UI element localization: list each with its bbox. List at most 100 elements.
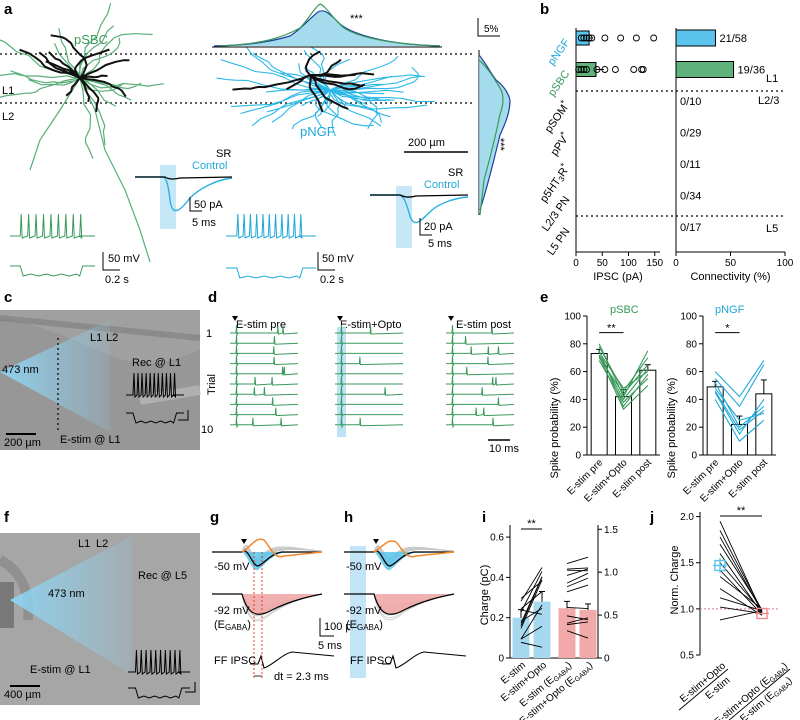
spike-train [226, 213, 316, 240]
i-pair-line-left [520, 571, 543, 613]
a-right-ipsc-scale [419, 218, 432, 236]
i-pair-line-left [520, 576, 543, 626]
e-ytick-label: 80 [686, 339, 698, 350]
mean-ipsc-fill-upper [374, 552, 454, 571]
d-title-opto: E-stim+Opto [340, 319, 401, 331]
e-bar [706, 386, 724, 456]
panel-e: e pSBC pNGF Spike probability (%) Spike … [540, 289, 776, 505]
i-pair-line-right [566, 615, 589, 621]
a-ms-right: 5 ms [428, 238, 452, 250]
c-rec: Rec @ L1 [132, 357, 181, 369]
d-trial-trace [230, 355, 299, 368]
d-trial-traces [230, 316, 515, 437]
d-trial-trace [446, 416, 515, 429]
d-trial-trace [335, 335, 403, 348]
d-trial-trace [230, 386, 299, 399]
left-ipsc-trace [135, 165, 233, 229]
panel-c-label: c [4, 289, 12, 306]
f-rec: Rec @ L5 [138, 570, 187, 582]
d-trial-trace [230, 375, 299, 388]
e-sig-stars: ** [607, 322, 616, 334]
a-pa-left: 50 pA [194, 199, 223, 211]
b-ipsc-point [588, 34, 596, 42]
i-xtick-label: E-stim+Opto (EGABA) [518, 660, 596, 720]
j-sig-stars: ** [737, 505, 746, 517]
panel-i: i Charge (pC) 00.20.40.600.51.01.5E-stim… [479, 509, 618, 720]
a-s-left: 0.2 s [105, 274, 129, 286]
i-ytick-label-left: 0 [498, 654, 504, 665]
d-trial-trace [446, 324, 515, 337]
a-mv-right: 50 mV [322, 253, 354, 265]
i-ylabel: Charge (pC) [479, 565, 491, 626]
b-ipsc-point [650, 34, 658, 42]
d-trial-trace [230, 406, 299, 419]
b-ipsc-tick-label: 150 [646, 258, 663, 269]
e-ylabel-left: Spike probability (%) [549, 378, 561, 479]
psbc-firing-trace [10, 213, 95, 277]
e-ytick-label: 20 [686, 423, 698, 434]
b-ipsc-point [601, 66, 609, 73]
c-l1: L1 [90, 332, 102, 344]
e-subject-line [598, 351, 649, 390]
j-pair-line [719, 530, 763, 611]
e-subject-line [598, 357, 649, 395]
neurite-branches [216, 46, 436, 137]
vertical-density-histogram [477, 18, 511, 216]
i-pair-line-right [566, 630, 589, 639]
e-right-title: pNGF [715, 304, 745, 316]
panel-d-label: d [208, 289, 217, 306]
j-pair-line [719, 544, 763, 611]
j-ytick-label: 1.5 [680, 558, 694, 569]
b-conn-xlabel: Connectivity (%) [690, 271, 770, 283]
d-trial-trace [446, 375, 515, 388]
b-ipsc-tick-label: 50 [597, 258, 609, 269]
psbc-morphology [0, 3, 165, 263]
d-trial-trace [335, 396, 403, 409]
d-trial-first: 1 [206, 328, 212, 340]
b-ipsc-point [580, 66, 588, 73]
i-bar [579, 609, 597, 658]
e-ytick-label: 0 [691, 451, 697, 462]
h-v1: -50 mV [346, 561, 382, 573]
g-ipsc-traces [212, 538, 335, 678]
j-pair-line [719, 576, 763, 610]
d-trial-trace [446, 335, 515, 348]
b-conn-tick-label: 50 [725, 258, 737, 269]
g-ms: 5 ms [318, 640, 342, 652]
c-l2: L2 [106, 332, 118, 344]
a-right-vm-scale [317, 252, 335, 271]
mean-ipsc-lower [212, 593, 323, 615]
panel-h-label: h [344, 509, 353, 526]
b-category-label: pSOM* [540, 98, 572, 135]
j-ytick-label: 0.5 [680, 651, 694, 662]
f-nm: 473 nm [48, 588, 85, 600]
d-trial-trace [335, 345, 403, 358]
b-conn-tick-label: 100 [777, 258, 794, 269]
b-conn-label: 0/17 [680, 222, 701, 234]
neurite-branches [0, 3, 165, 159]
h-egaba: (EGABA) [346, 619, 383, 632]
a-ms-left: 5 ms [192, 217, 216, 229]
panel-j: j Norm. Charge 0.51.01.52.0**E-stim+Opto… [649, 505, 794, 720]
a-mv-left: 50 mV [108, 253, 140, 265]
i-bar [533, 601, 551, 658]
f-firing-trace [128, 649, 190, 699]
b-ipsc-point [585, 34, 593, 42]
e-left-title: pSBC [610, 304, 639, 316]
e-ytick-label: 0 [575, 451, 581, 462]
panel-f: f L1 L2 473 nm Rec @ L5 E-stim @ L1 400 … [0, 509, 200, 705]
h-ff: FF IPSC [350, 655, 392, 667]
panel-c: c L1 L2 473 nm Rec @ L1 E-stim @ L1 200 … [0, 289, 201, 450]
stim-arrow [241, 539, 247, 544]
j-pair-line [719, 610, 763, 621]
i-ytick-label-right: 0 [604, 654, 610, 665]
b-ipsc-point [583, 34, 590, 42]
a-l2-label: L2 [2, 111, 14, 123]
d-trial-trace [446, 355, 515, 368]
b-ipsc-point [639, 66, 647, 73]
d-trial-trace [230, 345, 299, 358]
i-pair-line-right [566, 569, 589, 572]
j-pair-line [719, 597, 763, 612]
